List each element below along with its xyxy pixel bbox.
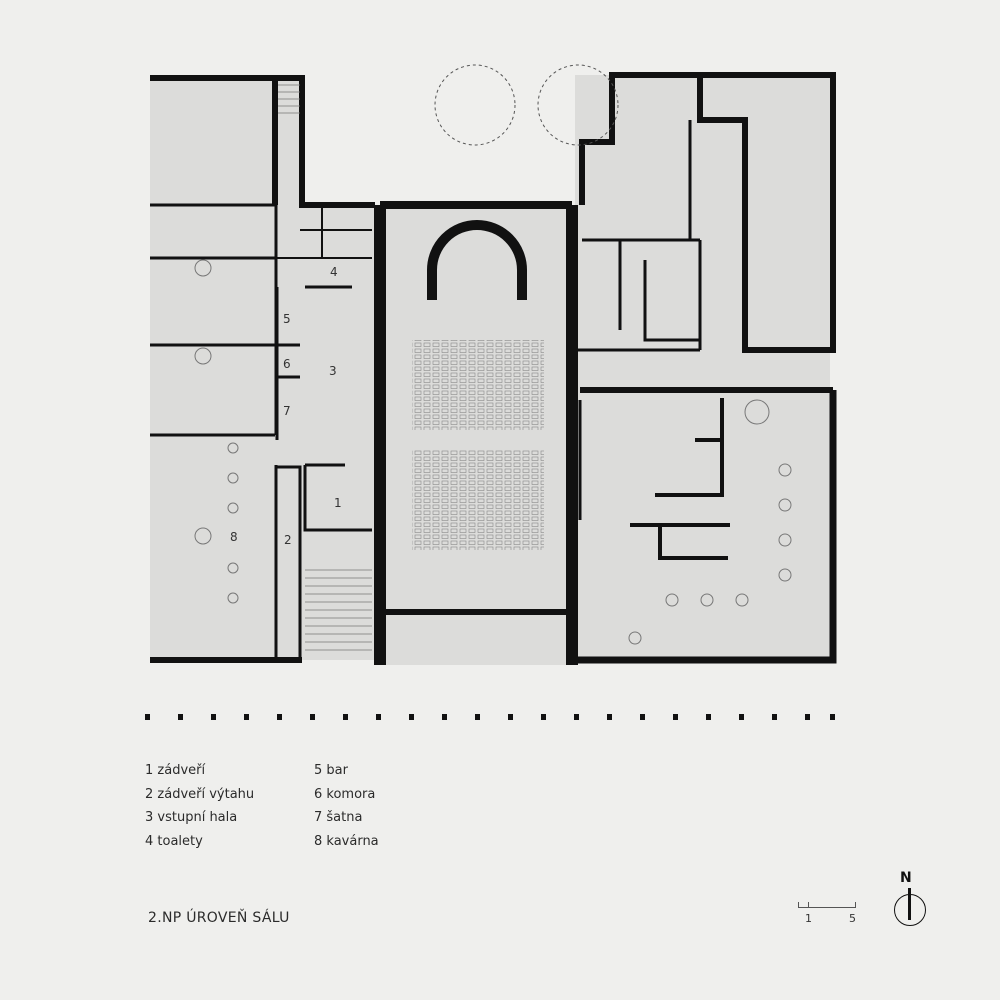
dot <box>244 714 249 720</box>
pavilion-right <box>537 64 619 146</box>
dot <box>830 714 835 720</box>
scale-label-start: 1 <box>805 912 812 925</box>
room-label-1: 1 <box>334 496 342 510</box>
table <box>227 442 239 454</box>
room-labels: 1 2 3 4 5 6 7 8 <box>230 265 342 547</box>
wall-west-wing <box>150 75 375 208</box>
room-label-8: 8 <box>230 530 238 544</box>
dot <box>508 714 513 720</box>
cafe-tables <box>194 259 792 645</box>
table <box>227 562 239 574</box>
legend-item: 6 komora <box>314 786 376 802</box>
room-label-4: 4 <box>330 265 338 279</box>
legend-item: 2 zádveří výtahu <box>145 786 255 802</box>
dot <box>211 714 216 720</box>
dot <box>145 714 150 720</box>
legend-item: 8 kavárna <box>314 833 379 849</box>
table <box>778 568 792 582</box>
room-label-5: 5 <box>283 312 291 326</box>
table <box>735 593 749 607</box>
floor-entrance <box>275 205 375 660</box>
north-arrow: N <box>892 870 934 932</box>
table <box>778 533 792 547</box>
wall-west-rooms <box>150 203 275 437</box>
legend-column-2: 5 bar 6 komora 7 šatna 8 kavárna <box>314 759 379 853</box>
dot <box>541 714 546 720</box>
table <box>628 631 642 645</box>
floor-west-wing <box>150 78 275 660</box>
dot <box>607 714 612 720</box>
room-label-3: 3 <box>329 364 337 378</box>
dot <box>343 714 348 720</box>
scale-tick <box>808 902 809 908</box>
table <box>778 498 792 512</box>
table <box>227 472 239 484</box>
spiral-stair <box>194 259 212 277</box>
dot <box>376 714 381 720</box>
seating-block-north <box>412 340 544 430</box>
spiral-stair <box>744 399 770 425</box>
seating-block-south <box>412 450 544 550</box>
dot <box>673 714 678 720</box>
dot <box>310 714 315 720</box>
spiral-stair <box>194 347 212 365</box>
wall-lift <box>277 465 302 660</box>
dot <box>409 714 414 720</box>
pavilion-left <box>434 64 516 146</box>
scale-bar-frame <box>798 902 856 908</box>
table <box>700 593 714 607</box>
table <box>778 463 792 477</box>
dot <box>772 714 777 720</box>
room-label-2: 2 <box>284 533 292 547</box>
legend-column-1: 1 zádveří 2 zádveří výtahu 3 vstupní hal… <box>145 759 254 853</box>
legend-item: 3 vstupní hala <box>145 810 238 825</box>
dot <box>475 714 480 720</box>
stair-south <box>305 569 372 651</box>
wall-stage-room <box>630 398 730 560</box>
north-label: N <box>900 870 912 886</box>
stair-north <box>278 84 300 114</box>
table <box>227 592 239 604</box>
floor-hall <box>380 205 575 665</box>
legend-item: 1 zádveří <box>145 763 206 778</box>
wall-east-north <box>579 72 836 353</box>
dot <box>442 714 447 720</box>
dot <box>805 714 810 720</box>
room-label-6: 6 <box>283 357 291 371</box>
floor-stair-north <box>275 78 302 205</box>
scale-label-end: 5 <box>849 912 856 925</box>
wall-bar <box>275 287 300 440</box>
spiral-stair <box>194 527 212 545</box>
wall-vestibule <box>303 463 372 532</box>
scale-bar: 1 5 <box>798 902 858 932</box>
dot <box>574 714 579 720</box>
dot <box>277 714 282 720</box>
table <box>665 593 679 607</box>
legend-item: 4 toalety <box>145 833 203 849</box>
room-label-7: 7 <box>283 404 291 418</box>
legend-item: 7 šatna <box>314 810 363 825</box>
dot <box>640 714 645 720</box>
plan-title: 2.NP ÚROVEŇ SÁLU <box>148 910 290 926</box>
wall-east-south <box>578 390 837 664</box>
floor-east-north <box>575 75 830 390</box>
dot <box>706 714 711 720</box>
dot <box>739 714 744 720</box>
dot-row <box>145 714 835 720</box>
wall-apse <box>427 220 527 300</box>
dot <box>178 714 183 720</box>
north-needle-icon <box>908 888 911 920</box>
pavilions <box>434 64 619 146</box>
stairs <box>278 84 372 651</box>
walls <box>150 72 837 665</box>
table <box>227 502 239 514</box>
seating <box>412 340 544 550</box>
wall-toilets <box>275 205 372 259</box>
wall-east-rooms <box>575 120 702 352</box>
legend-item: 5 bar <box>314 763 348 778</box>
